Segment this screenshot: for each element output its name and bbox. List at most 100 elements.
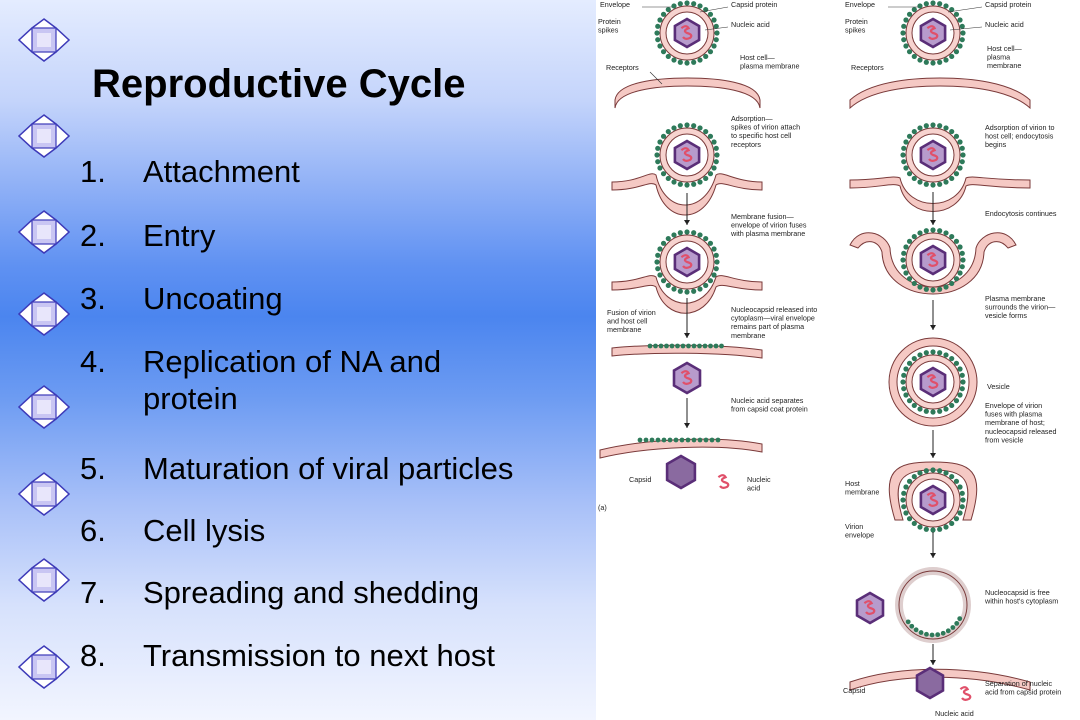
protein-spike [643, 437, 649, 443]
protein-spike [924, 631, 929, 637]
arrow-head [930, 220, 936, 225]
protein-spike [953, 11, 960, 17]
protein-spike [703, 282, 709, 289]
arrow-head [930, 325, 936, 330]
protein-spike [917, 524, 923, 530]
leader-line [699, 6, 729, 13]
arrow-head [684, 333, 690, 338]
protein-spike [677, 1, 683, 7]
protein-spike [923, 228, 929, 234]
protein-spike [906, 49, 913, 55]
protein-spike [665, 235, 671, 242]
protein-spike [664, 343, 669, 349]
protein-spike [923, 181, 929, 187]
nucleic-acid-coil [680, 370, 693, 385]
protein-spike [684, 60, 690, 66]
protein-spike [906, 276, 913, 282]
protein-spike [959, 145, 965, 151]
nucleic-acid-coil [680, 147, 693, 162]
figure-label: Vesicle [987, 382, 1010, 391]
figure-label: Nucleic acid [935, 709, 974, 718]
protein-spike [943, 352, 949, 358]
protein-spike [953, 49, 960, 55]
protein-spike [655, 37, 661, 43]
protein-spike [906, 516, 913, 522]
protein-spike [677, 288, 683, 294]
arrow-head [930, 660, 936, 665]
protein-spike [697, 125, 703, 131]
protein-spike [677, 59, 683, 65]
protein-spike [903, 270, 909, 276]
protein-spike [923, 408, 929, 414]
nucleic-acid-coil [926, 252, 939, 267]
host-membrane-outline [898, 570, 968, 640]
figure-label: Envelope [845, 0, 875, 9]
protein-spike [906, 360, 913, 366]
plasma-membrane [888, 461, 978, 521]
protein-spike [943, 524, 949, 530]
protein-spike [906, 478, 913, 484]
protein-spike [658, 343, 664, 349]
protein-spike [715, 437, 721, 443]
protein-spike [661, 437, 667, 443]
nucleic-acid-coil [926, 25, 939, 40]
protein-spike [697, 232, 703, 238]
protein-spike [669, 343, 675, 349]
protein-spike [959, 23, 965, 29]
protein-spike [707, 133, 714, 139]
protein-spike [945, 628, 951, 634]
protein-spike [686, 343, 691, 349]
protein-spike [713, 252, 719, 258]
protein-spike [957, 270, 963, 276]
protein-spike [901, 372, 907, 378]
protein-spike [953, 171, 960, 177]
protein-spike [901, 37, 907, 43]
protein-spike [957, 165, 963, 171]
figure-label: Receptors [606, 63, 639, 72]
protein-spike [911, 402, 917, 409]
plasma-membrane [849, 232, 1017, 295]
protein-spike [937, 59, 943, 65]
protein-spike [714, 30, 720, 36]
protein-spike [960, 257, 966, 263]
protein-spike [685, 437, 691, 443]
protein-spike [905, 619, 911, 625]
protein-spike [901, 23, 907, 29]
protein-spike [697, 179, 703, 185]
protein-spike [901, 490, 907, 496]
protein-spike [950, 625, 956, 630]
protein-spike [703, 128, 709, 135]
protein-spike [684, 122, 690, 128]
protein-spike [657, 246, 663, 252]
protein-spike [901, 504, 907, 510]
protein-spike [911, 233, 917, 240]
protein-spike [901, 264, 907, 270]
protein-spike [949, 473, 955, 480]
protein-spike [655, 266, 661, 272]
step-label: Cell lysis [143, 513, 266, 548]
protein-spike [680, 343, 686, 349]
figure-label: Host cell—plasma membrane [740, 53, 800, 71]
protein-spike [957, 43, 963, 49]
protein-spike [900, 257, 906, 263]
protein-spike [957, 616, 963, 622]
protein-spike [930, 60, 936, 66]
protein-spike [677, 181, 683, 187]
protein-spike [719, 343, 724, 349]
protein-spike [679, 437, 685, 443]
protein-spike [660, 49, 667, 55]
protein-spike [647, 343, 653, 349]
protein-spike [691, 1, 697, 7]
protein-spike [714, 152, 720, 158]
protein-spike [954, 620, 960, 626]
protein-spike [691, 123, 697, 129]
protein-spike [918, 630, 924, 635]
nucleic-acid-coil [717, 474, 730, 489]
protein-spike [684, 229, 690, 235]
protein-spike [937, 526, 943, 532]
figure-label: (a) [598, 503, 607, 512]
protein-spike [959, 264, 965, 270]
protein-spike [917, 57, 923, 63]
protein-spike [707, 171, 714, 177]
